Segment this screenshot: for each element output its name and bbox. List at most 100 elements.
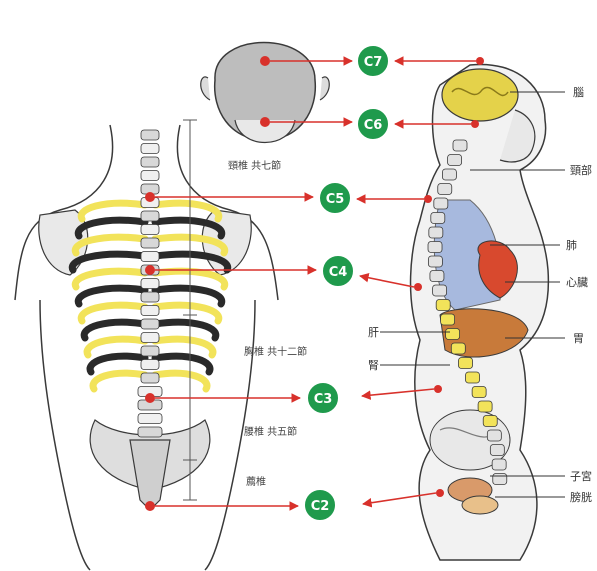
side-vertebra	[428, 256, 442, 267]
c7-badge-label: C7	[364, 55, 383, 70]
side-vertebra	[466, 372, 480, 383]
vertebra	[141, 346, 159, 356]
side-vertebra	[433, 285, 447, 296]
side-vertebra	[436, 300, 450, 311]
side-vertebra	[431, 213, 445, 224]
side-vertebra	[453, 140, 467, 151]
c7-point	[260, 56, 270, 66]
uterus-label: 子宮	[570, 469, 592, 483]
c4-point	[145, 265, 155, 275]
rib	[155, 322, 216, 338]
side-vertebra	[446, 329, 460, 340]
side-c2-point	[436, 489, 444, 497]
side-vertebra	[430, 271, 444, 282]
side-c5-point	[424, 195, 432, 203]
arrow-c4-right	[360, 276, 414, 287]
side-vertebra	[458, 358, 472, 369]
rib	[81, 203, 145, 219]
vertebra	[141, 333, 159, 343]
rib	[90, 356, 145, 372]
c5-badge: C5	[319, 182, 351, 214]
rib	[75, 271, 145, 287]
c2-badge: C2	[304, 489, 336, 521]
side-vertebra	[492, 459, 506, 470]
stomach-label: 胃	[573, 332, 584, 345]
vertebra	[138, 414, 162, 424]
c7-badge: C7	[357, 45, 389, 77]
side-vertebra	[438, 184, 452, 195]
side-c4-point	[414, 283, 422, 291]
brain-label: 腦	[573, 85, 584, 99]
thoracic-label: 胸椎 共十二節	[244, 345, 307, 358]
head-back-view	[201, 43, 330, 143]
rib	[155, 356, 210, 372]
vertebra	[141, 252, 159, 262]
rib	[84, 322, 145, 338]
back-torso	[15, 120, 278, 570]
c3-badge-label: C3	[314, 392, 333, 407]
rib	[87, 339, 145, 355]
side-vertebra	[472, 387, 486, 398]
side-vertebra	[487, 430, 501, 441]
cervical-label: 頸椎 共七節	[228, 159, 281, 172]
c4-badge: C4	[322, 255, 354, 287]
rib	[72, 254, 145, 270]
c2-badge-label: C2	[311, 499, 330, 514]
rib	[93, 373, 145, 389]
vertebra	[141, 319, 159, 329]
vertebra	[141, 130, 159, 140]
rib	[81, 305, 145, 321]
liver-label: 肝	[368, 326, 379, 339]
c5-point	[145, 192, 155, 202]
side-vertebra	[490, 445, 504, 456]
side-torso	[411, 57, 549, 560]
rib	[155, 339, 213, 355]
bladder-label: 膀胱	[570, 490, 592, 504]
side-c3-point	[434, 385, 442, 393]
c3-badge: C3	[307, 382, 339, 414]
side-vertebra	[493, 474, 507, 485]
c3-point	[145, 393, 155, 403]
c4-badge-label: C4	[329, 265, 348, 280]
side-vertebra	[434, 198, 448, 209]
vertebra	[141, 360, 159, 370]
vertebra	[141, 373, 159, 383]
side-vertebra	[428, 242, 442, 253]
side-vertebra	[442, 169, 456, 180]
c6-badge-label: C6	[364, 118, 383, 133]
vertebra	[141, 306, 159, 316]
vertebra	[141, 171, 159, 181]
neck-label: 頸部	[570, 163, 592, 177]
c2-point	[145, 501, 155, 511]
side-vertebra	[478, 401, 492, 412]
side-vertebra	[448, 155, 462, 166]
side-c7-point	[476, 57, 484, 65]
c6-point	[260, 117, 270, 127]
vertebra	[141, 238, 159, 248]
c6-badge: C6	[357, 108, 389, 140]
sacrum-label: 薦椎	[246, 475, 266, 488]
vertebra	[141, 225, 159, 235]
c5-badge-label: C5	[326, 192, 345, 207]
lung-label: 肺	[566, 239, 577, 252]
kidney-label: 腎	[368, 359, 379, 372]
rib	[78, 220, 145, 236]
rib	[155, 373, 207, 389]
vertebra	[141, 144, 159, 154]
rib	[155, 288, 222, 304]
lumbar-label: 腰椎 共五節	[244, 425, 297, 438]
side-c6-point	[471, 120, 479, 128]
side-vertebra	[429, 227, 443, 238]
vertebra	[141, 211, 159, 221]
vertebra	[141, 292, 159, 302]
vertebra	[141, 157, 159, 167]
heart-label: 心臟	[566, 275, 588, 289]
vertebra	[138, 427, 162, 437]
side-vertebra	[483, 416, 497, 427]
rib	[78, 288, 145, 304]
vertebra	[141, 279, 159, 289]
side-vertebra	[451, 343, 465, 354]
brain-organ	[442, 69, 518, 121]
side-vertebra	[441, 314, 455, 325]
